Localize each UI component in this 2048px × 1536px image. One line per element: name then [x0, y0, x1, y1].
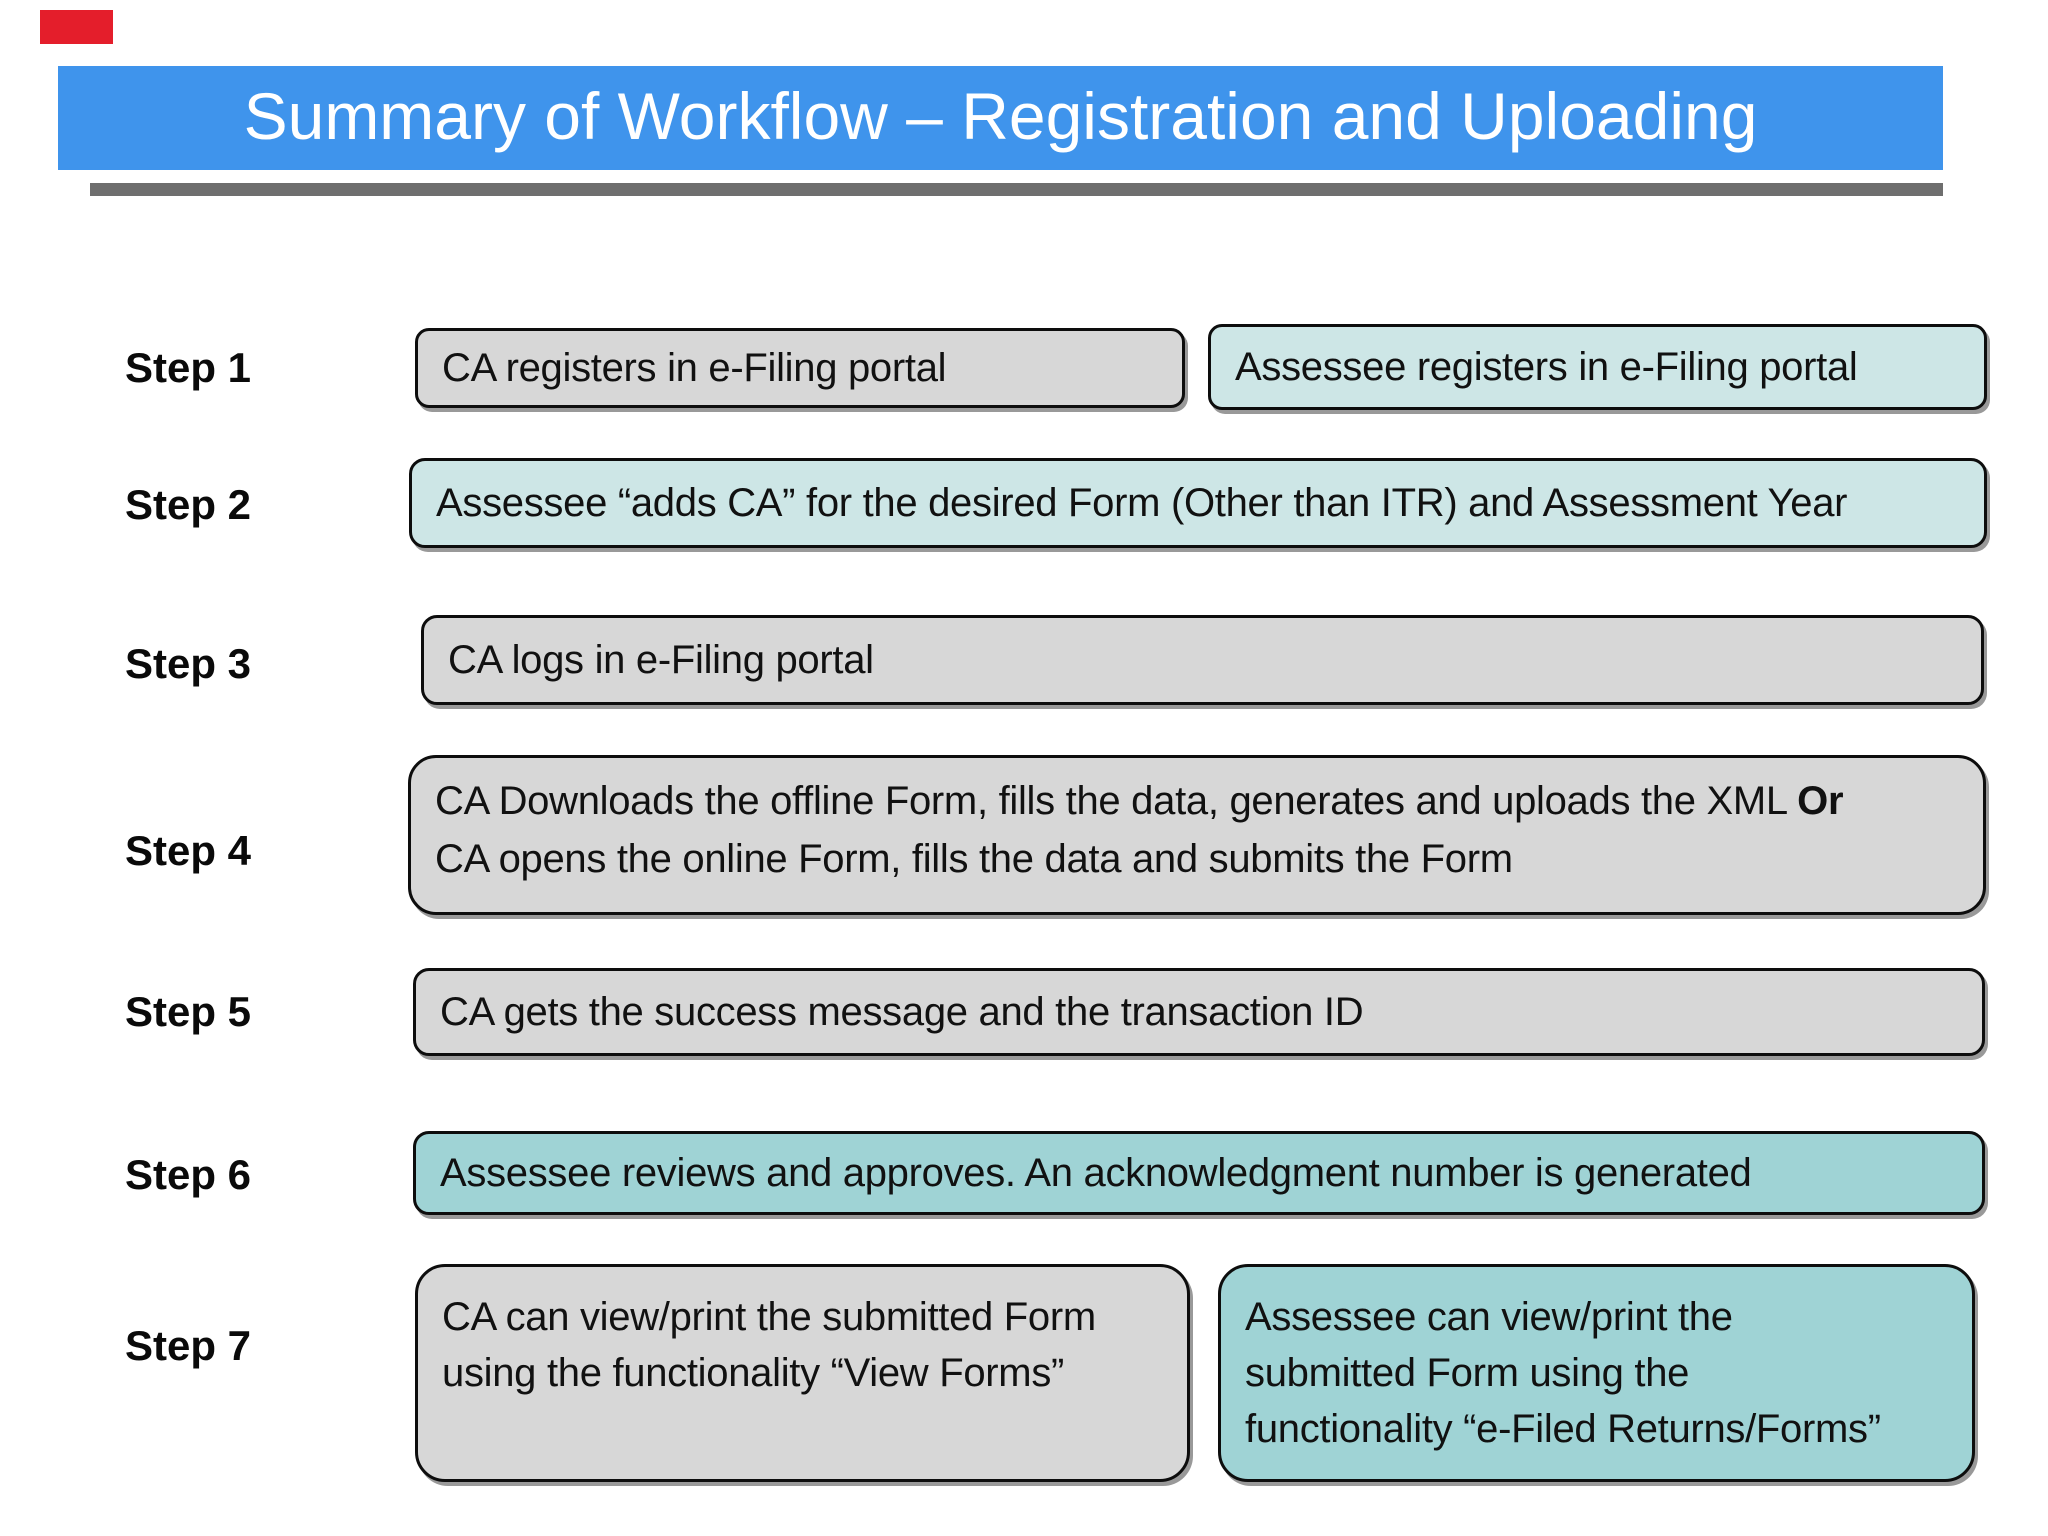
step-label-2: Step 2: [125, 481, 252, 528]
title-bar: Summary of Workflow – Registration and U…: [58, 66, 1943, 170]
step-label-7: Step 7: [125, 1322, 252, 1369]
box-text-line: CA opens the online Form, fills the data…: [435, 837, 1513, 881]
step-5-box-ca: CA gets the success message and the tran…: [413, 968, 1985, 1056]
box-text: Assessee reviews and approves. An acknow…: [440, 1150, 1752, 1195]
box-text-line: CA Downloads the offline Form, fills the…: [435, 772, 1959, 830]
step-4-box-ca: CA Downloads the offline Form, fills the…: [408, 755, 1986, 915]
step-7-box-assessee: Assessee can view/print the submitted Fo…: [1218, 1264, 1975, 1482]
step-label-6: Step 6: [125, 1151, 252, 1198]
box-text-bold: Or: [1797, 779, 1844, 823]
step-label-3: Step 3: [125, 640, 252, 687]
step-3-box-ca: CA logs in e-Filing portal: [421, 615, 1984, 705]
step-label-4: Step 4: [125, 827, 252, 874]
box-text-line: submitted Form using the: [1245, 1351, 1690, 1395]
step-6-box-assessee: Assessee reviews and approves. An acknow…: [413, 1131, 1985, 1215]
step-label-5: Step 5: [125, 988, 252, 1035]
title-underline-bar: [90, 183, 1943, 196]
box-text: Assessee “adds CA” for the desired Form …: [436, 480, 1848, 525]
slide-title: Summary of Workflow – Registration and U…: [243, 79, 1758, 153]
box-text-line: Assessee can view/print the: [1245, 1295, 1733, 1339]
box-text-line: functionality “e-Filed Returns/Forms”: [1245, 1407, 1881, 1451]
box-text-line: CA can view/print the submitted Form: [442, 1295, 1096, 1339]
step-1-box-assessee: Assessee registers in e-Filing portal: [1208, 324, 1987, 410]
step-label-1: Step 1: [125, 344, 252, 391]
red-corner-marker: [40, 10, 113, 44]
box-text: CA registers in e-Filing portal: [442, 345, 947, 390]
box-text: Assessee registers in e-Filing portal: [1235, 344, 1858, 389]
step-7-box-ca: CA can view/print the submitted Form usi…: [415, 1264, 1190, 1482]
step-2-box-assessee: Assessee “adds CA” for the desired Form …: [409, 458, 1987, 548]
box-text-line: using the functionality “View Forms”: [442, 1351, 1065, 1395]
step-1-box-ca: CA registers in e-Filing portal: [415, 328, 1185, 408]
box-text: CA logs in e-Filing portal: [448, 637, 874, 682]
box-text: CA Downloads the offline Form, fills the…: [435, 779, 1798, 823]
box-text: CA gets the success message and the tran…: [440, 989, 1364, 1034]
